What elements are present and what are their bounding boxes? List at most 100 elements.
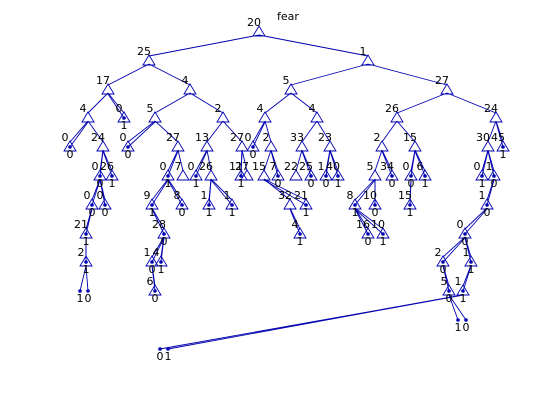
tree-node-n14 (489, 111, 503, 123)
tree-edge-n57 (354, 178, 376, 201)
tree-node-n72 (148, 284, 162, 296)
node-label-n39: 22 (284, 160, 298, 173)
node-label-n60: 1 (479, 189, 486, 202)
leaf-node-n2l9 (324, 174, 328, 178)
tree-node-n26 (408, 140, 422, 152)
tree-edge-n3 (107, 63, 150, 86)
leaf-label-n2l39: 0 (440, 263, 447, 276)
leaf-label-n2l21: 0 (408, 177, 415, 190)
leaf-node-n2l32 (381, 232, 385, 236)
leaf-node-n2l17 (309, 174, 313, 178)
leaf-label-n2l15: 1 (206, 206, 213, 219)
leaf-edge-n2l31 (354, 208, 369, 235)
tree-node-n0 (252, 25, 266, 37)
leaf-label-n2l40: 1 (468, 263, 475, 276)
tree-edge-n70 (442, 236, 466, 258)
leaf-node-n2l23 (304, 203, 308, 207)
leaf-label-n2l16: 1 (229, 206, 236, 219)
leaf-node-n2l35 (84, 232, 88, 236)
tree-node-n70 (436, 255, 450, 267)
leaf-node-n2l37 (150, 260, 154, 264)
node-label-n63: 4 (292, 218, 299, 231)
leaf-edge-n2l19 (354, 179, 376, 206)
tree-node-n22 (264, 140, 278, 152)
tree-node-n27 (481, 140, 495, 152)
leaf-edge-n2l0 (69, 121, 89, 148)
tree-edge-n2 (258, 34, 369, 57)
tree-edge-n30 (102, 149, 113, 172)
leaf-node-n2l15 (207, 203, 211, 207)
node-label-n40: 25 (299, 160, 313, 173)
leaf-edge-n2l1 (107, 93, 125, 119)
tree-edge-n33 (206, 149, 212, 172)
node-label-n45: 0 (403, 160, 410, 173)
tree-node-n36 (234, 169, 248, 181)
tree-nodes (63, 25, 510, 351)
leaf-edge-n2l48 (448, 294, 459, 321)
tree-edges (69, 34, 504, 350)
tree-node-n21 (246, 140, 260, 152)
node-label-n23: 33 (290, 131, 304, 144)
tree-title: fear (277, 10, 299, 23)
tree-node-n39 (289, 169, 303, 181)
tree-edge-n31 (167, 149, 179, 172)
tree-node-n24 (323, 140, 337, 152)
leaf-label-n2l9: 0 (323, 177, 330, 190)
tree-edge-n21 (252, 120, 266, 143)
tree-edge-n8 (107, 92, 125, 114)
tree-node-n5 (284, 83, 298, 95)
leaf-node-n2l30 (298, 232, 302, 236)
tree-node-n67 (79, 255, 93, 267)
leaf-edge-n2l28 (151, 179, 169, 206)
tree-node-n16 (96, 140, 110, 152)
tree-node-n64 (361, 227, 375, 239)
tree-node-n61 (79, 227, 93, 239)
node-label-n27: 30 (476, 131, 490, 144)
node-label-n70: 2 (435, 246, 442, 259)
tree-node-n66 (458, 227, 472, 239)
tree-node-n13 (390, 111, 404, 123)
tree-edge-n16 (87, 120, 104, 143)
tree-node-n10 (216, 111, 230, 123)
tree-edge-n39 (295, 149, 303, 172)
tree-edge-n4 (148, 63, 191, 86)
leaf-label-n2l35: 1 (83, 235, 90, 248)
node-label-n71: 1 (463, 246, 470, 259)
node-label-n3: 17 (96, 74, 110, 87)
tree-node-n9 (148, 111, 162, 123)
leaf-node-n2l13 (103, 203, 107, 207)
tree-node-n46 (418, 169, 432, 181)
leaf-node-n2l0 (68, 145, 72, 149)
tree-node-n51 (145, 198, 159, 210)
tree-node-n25 (375, 140, 389, 152)
tree-node-n54 (225, 198, 239, 210)
node-label-n64: 16 (356, 218, 370, 231)
leaf-label-n2l32: 1 (380, 235, 387, 248)
tree-edge-n37 (263, 149, 272, 172)
tree-edge-n34 (195, 149, 208, 172)
tree-node-n8 (117, 111, 131, 123)
leaf-edge-n2l20 (414, 150, 426, 177)
leaf-node-n2l16 (230, 203, 234, 207)
node-label-n54: 1 (224, 189, 231, 202)
leaf-edge-n2l33 (464, 208, 488, 235)
leaf-node-n2l45 (86, 289, 90, 293)
tree-edge-n62 (151, 207, 165, 230)
leaf-label-n2l38: 1 (158, 263, 165, 276)
node-label-n42: 40 (326, 160, 340, 173)
tree-node-n28 (496, 140, 510, 152)
leaf-label-n2l47: 1 (165, 350, 172, 363)
leaf-label-n2l26: 1 (479, 177, 486, 190)
tree-node-n48 (487, 169, 501, 181)
node-label-n7: 4 (80, 102, 87, 115)
leaf-node-n2l2 (126, 145, 130, 149)
tree-node-n68 (145, 255, 159, 267)
tree-node-n34 (189, 169, 203, 181)
tree-edge-n44 (381, 149, 393, 172)
node-label-n15: 0 (62, 131, 69, 144)
leaf-label-n2l6: 1 (193, 177, 200, 190)
node-label-n49: 0 (84, 189, 91, 202)
leaf-edge-n2l44 (79, 265, 87, 292)
